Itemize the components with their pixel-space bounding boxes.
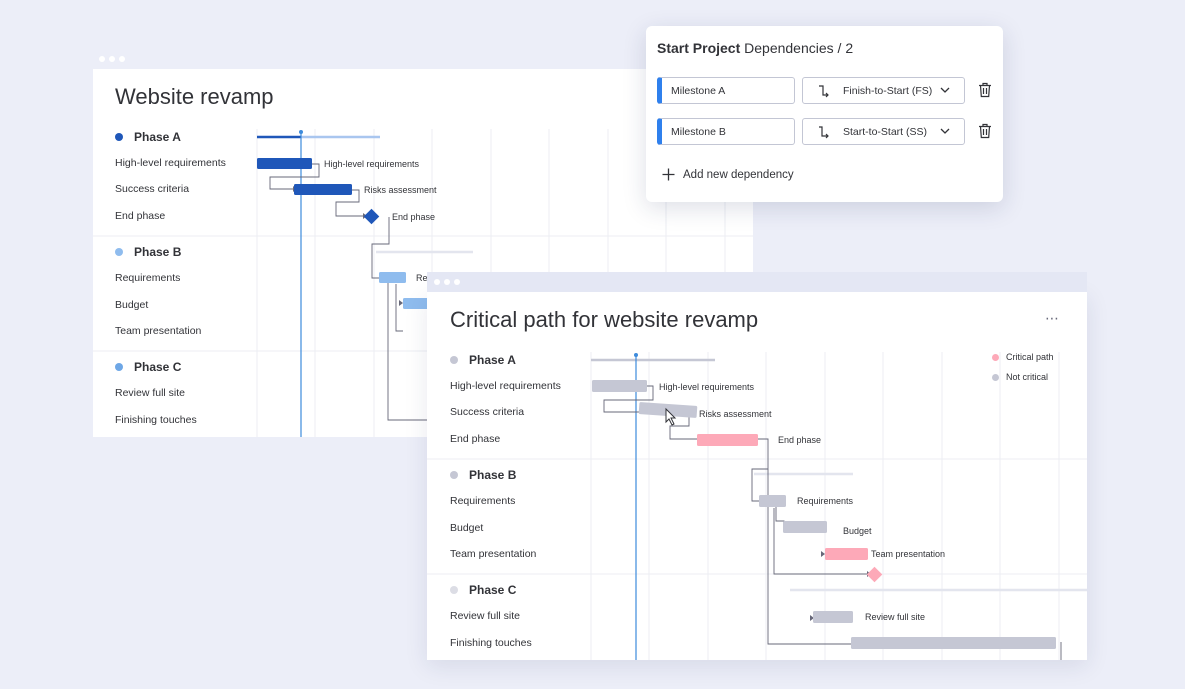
legend-critical-path: Critical path [992, 352, 1054, 362]
more-options-icon[interactable]: ⋯ [1045, 310, 1060, 326]
row-budget: Budget [450, 522, 484, 534]
phase-a-dot [115, 133, 123, 141]
milestone-phase-b [866, 566, 883, 583]
bar-success-criteria [638, 402, 698, 418]
legend-critical-label: Critical path [1006, 352, 1054, 362]
add-dependency-label: Add new dependency [683, 168, 794, 181]
legend-not-critical-dot [992, 373, 999, 381]
page-title: Critical path for website revamp [450, 307, 759, 332]
bar-label-requirements: Re [416, 273, 428, 283]
dependency-type-value: Start-to-Start (SS) [843, 126, 928, 138]
milestone-end-phase [363, 208, 380, 225]
back-window-controls [99, 56, 125, 62]
phase-b-dot [450, 471, 458, 479]
legend-not-critical: Not critical [992, 372, 1048, 382]
popup-title-item: Start Project [657, 40, 741, 56]
phase-c-dot [450, 586, 458, 594]
phase-c-label: Phase C [469, 583, 517, 597]
bar-high-level-requirements [592, 380, 647, 392]
row-requirements: Requirements [115, 272, 181, 284]
legend-not-critical-label: Not critical [1006, 372, 1049, 382]
bar-label-requirements: Requirements [797, 496, 854, 506]
phase-c-label: Phase C [134, 360, 182, 374]
critical-path-chart: High-level requirements Risks assessment… [427, 352, 1087, 660]
bar-budget [783, 521, 827, 533]
bar-label-end-phase: End phase [778, 435, 821, 445]
row-success-criteria: Success criteria [115, 183, 190, 195]
phase-a-dot [450, 356, 458, 364]
front-window-controls [434, 279, 460, 285]
row-finishing-touches: Finishing touches [450, 637, 532, 649]
bar-success-criteria [294, 184, 352, 195]
page-title: Website revamp [115, 84, 274, 109]
popup-title-count: Dependencies / 2 [740, 40, 854, 56]
bar-finishing-touches [851, 637, 1056, 649]
popup-title: Start Project Dependencies / 2 [657, 40, 853, 56]
row-budget: Budget [115, 299, 149, 311]
trash-icon[interactable] [978, 82, 992, 98]
dependency-item-field[interactable]: Milestone B [657, 118, 795, 145]
front-card-body: Critical path for website revamp ⋯ Criti… [427, 272, 1087, 660]
bar-team-presentation [825, 548, 868, 560]
dependencies-popup: Start Project Dependencies / 2 Milestone… [646, 26, 1003, 202]
legend-critical-dot [992, 353, 999, 361]
front-card-canvas [427, 292, 1087, 660]
start-to-start-icon [819, 126, 829, 139]
phase-b-label: Phase B [469, 468, 517, 482]
row-high-level-requirements: High-level requirements [450, 380, 561, 392]
front-window-bar [427, 272, 1087, 294]
phase-b-label: Phase B [134, 245, 182, 259]
row-end-phase: End phase [450, 433, 501, 445]
bar-label-risks: Risks assessment [699, 409, 772, 419]
bar-end-phase [697, 434, 758, 446]
row-end-phase: End phase [115, 210, 166, 222]
add-dependency-button[interactable]: Add new dependency [662, 168, 794, 181]
bar-label-review: Review full site [865, 612, 925, 622]
chevron-down-icon [940, 128, 950, 134]
trash-icon[interactable] [978, 123, 992, 139]
dependency-type-select[interactable]: Start-to-Start (SS) [802, 118, 965, 145]
row-success-criteria: Success criteria [450, 406, 525, 418]
row-team-presentation: Team presentation [115, 325, 202, 337]
finish-to-start-icon [819, 85, 829, 98]
bar-high-level-requirements [257, 158, 312, 169]
row-high-level-requirements: High-level requirements [115, 157, 226, 169]
phase-a-label: Phase A [134, 130, 181, 144]
dependency-type-value: Finish-to-Start (FS) [843, 85, 933, 97]
bar-label-team-presentation: Team presentation [871, 549, 945, 559]
phase-b-dot [115, 248, 123, 256]
bar-label-risks: Risks assessment [364, 185, 437, 195]
bar-label-end-phase: End phase [392, 212, 435, 222]
dependency-row: Milestone A Finish-to-Start (FS) [657, 77, 997, 104]
dependency-type-select[interactable]: Finish-to-Start (FS) [802, 77, 965, 104]
bar-label-budget: Budget [843, 526, 872, 536]
phase-a-label: Phase A [469, 353, 516, 367]
bar-requirements [759, 495, 786, 507]
row-finishing-touches: Finishing touches [115, 414, 197, 426]
row-review-full-site: Review full site [450, 610, 521, 622]
chevron-down-icon [940, 87, 950, 93]
bar-review-full-site [813, 611, 853, 623]
dependency-row: Milestone B Start-to-Start (SS) [657, 118, 997, 145]
bar-label-high-level: High-level requirements [659, 382, 755, 392]
bar-label-high-level: High-level requirements [324, 159, 420, 169]
phase-c-dot [115, 363, 123, 371]
dependency-item-field[interactable]: Milestone A [657, 77, 795, 104]
row-requirements: Requirements [450, 495, 516, 507]
bar-requirements [379, 272, 406, 283]
mouse-cursor-icon [665, 407, 677, 426]
row-team-presentation: Team presentation [450, 548, 537, 560]
plus-icon [662, 168, 675, 181]
row-review-full-site: Review full site [115, 387, 186, 399]
